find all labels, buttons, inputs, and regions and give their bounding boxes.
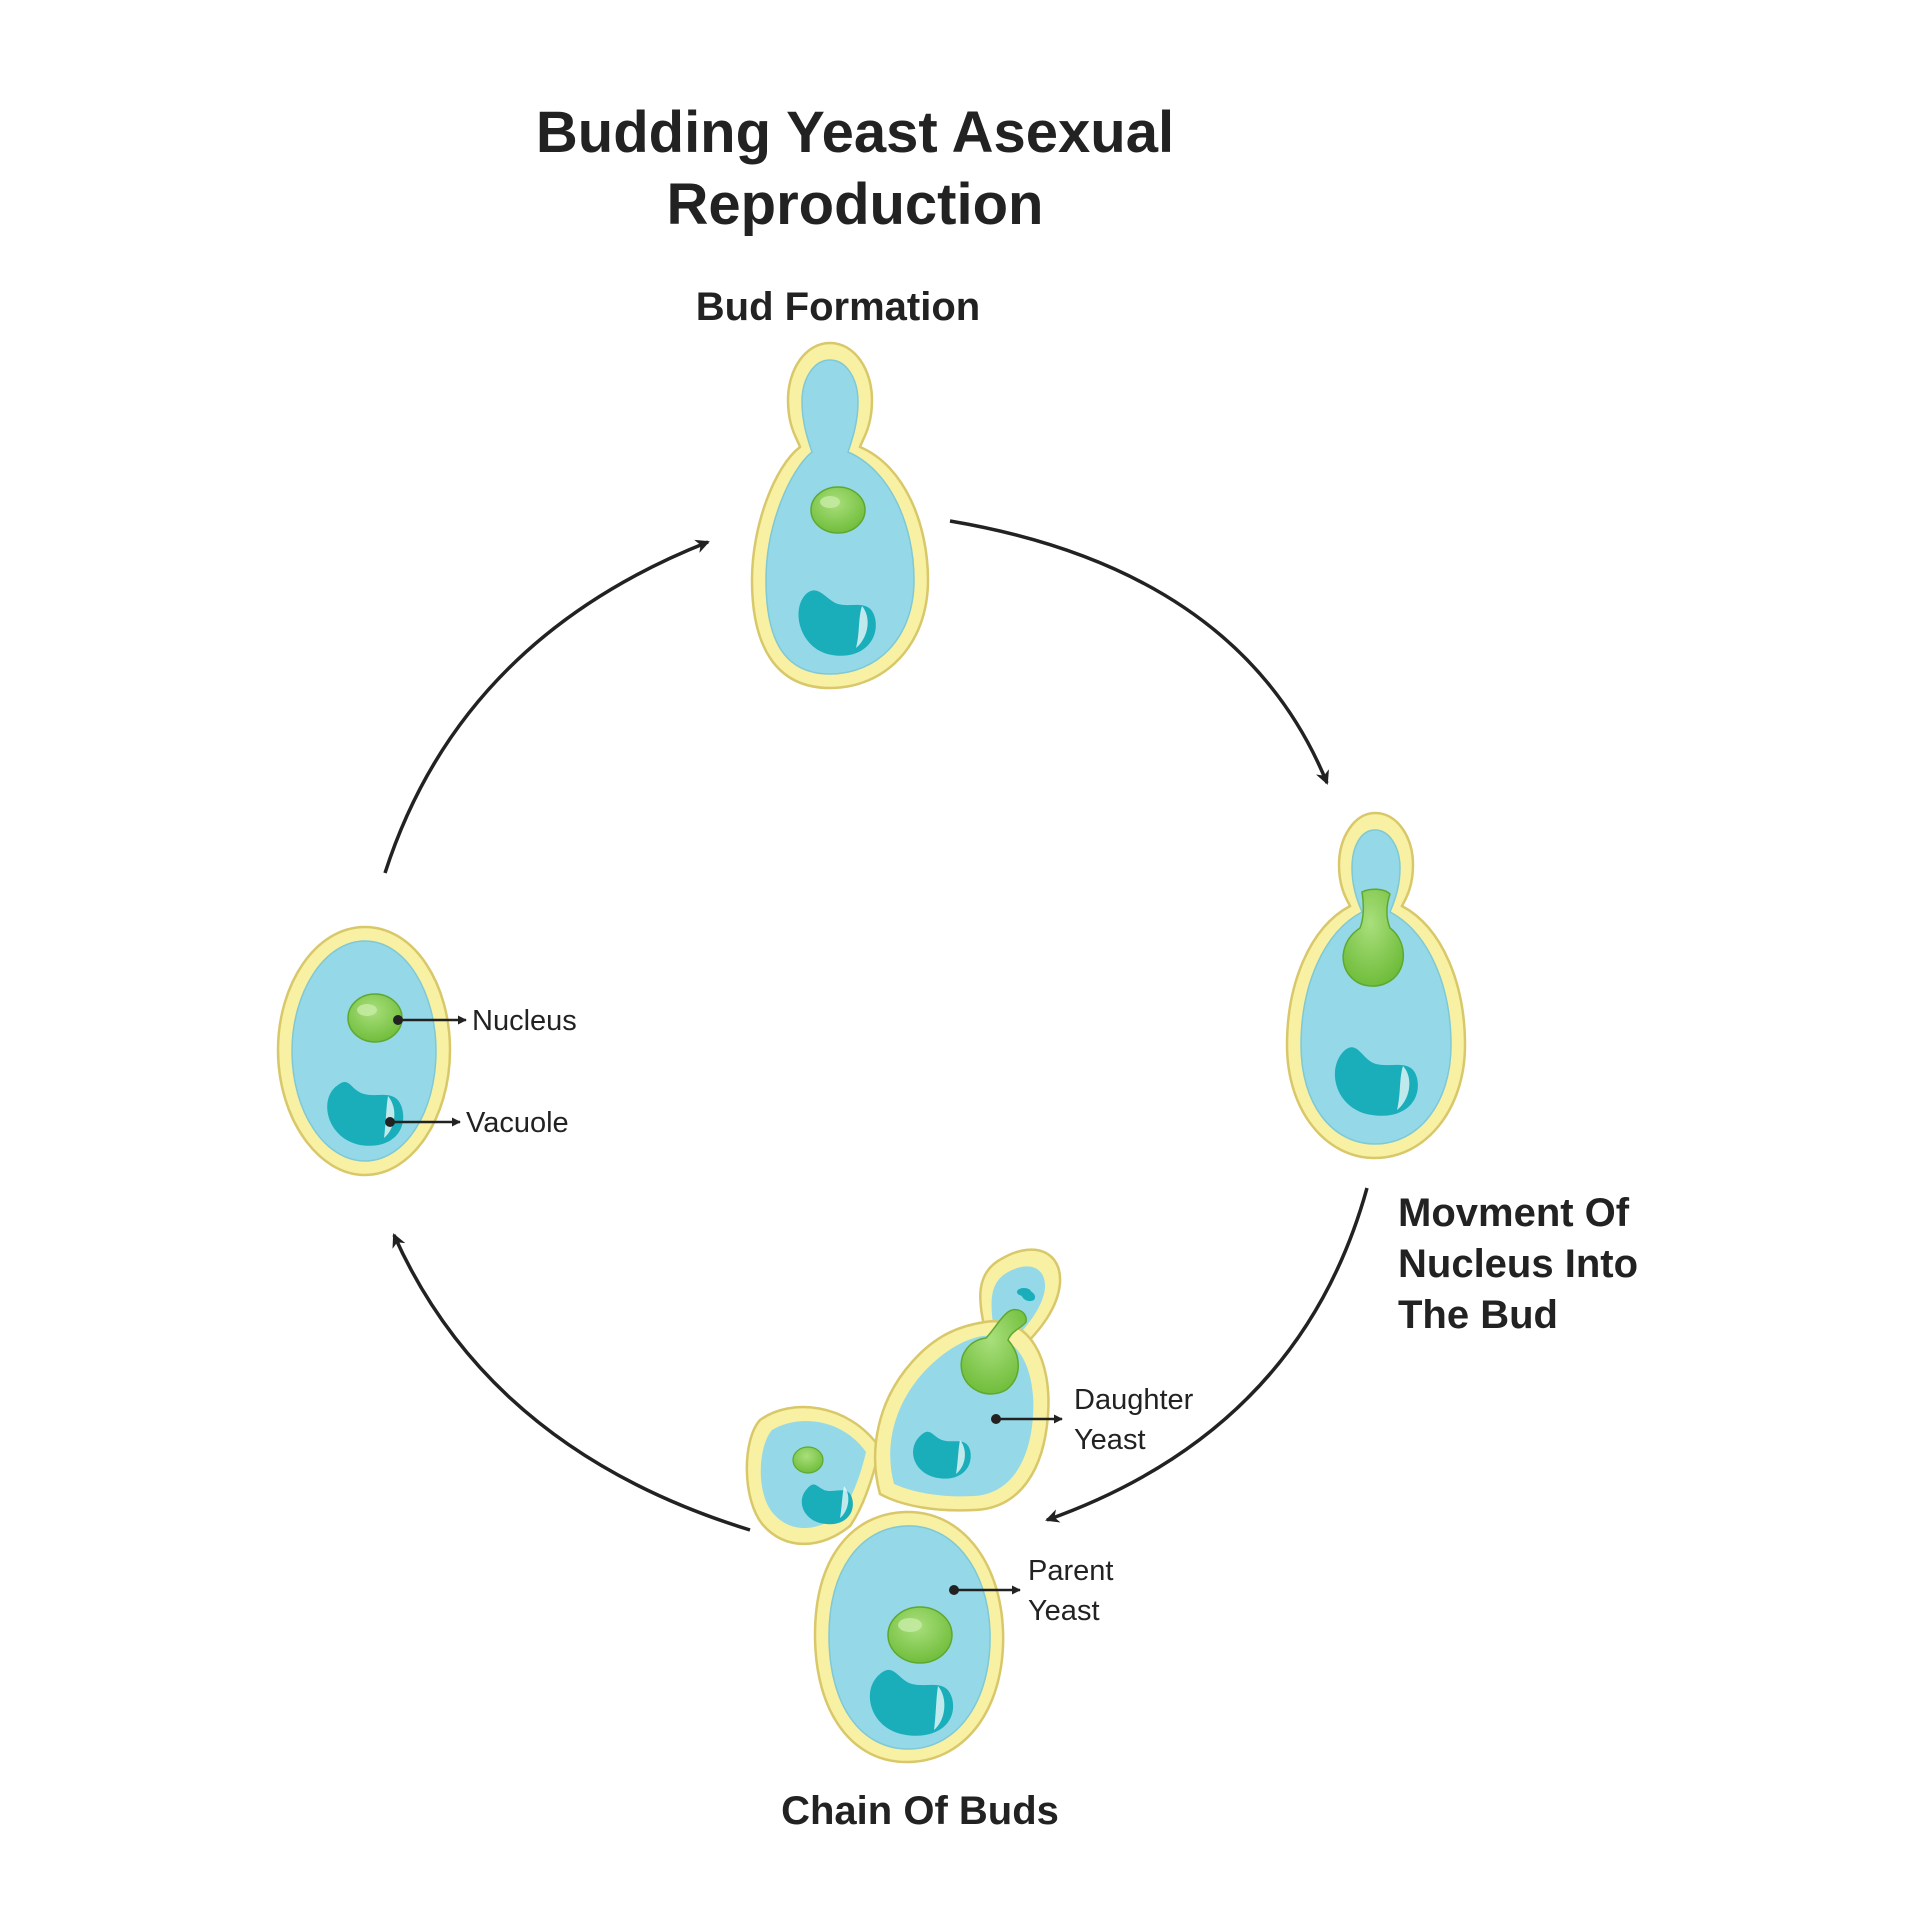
label-daughter-line-2: Yeast [1074,1424,1146,1456]
label-parent-line-1: Parent [1028,1555,1113,1587]
label-nucleus: Nucleus [472,1005,577,1037]
part-pointers [390,1015,1063,1595]
arrow-top-right [949,519,1329,785]
vacuole [869,1669,954,1736]
cell-bud-formation [750,341,930,690]
label-chain-of-buds: Chain Of Buds [781,1789,1059,1833]
nucleus [887,1606,953,1664]
parent-yeast [813,1510,1005,1764]
cell-movement [1285,811,1467,1160]
daughter-yeast [873,1308,1050,1512]
label-vacuole: Vacuole [466,1107,569,1139]
title-line-2: Reproduction [667,172,1044,237]
nucleus-moving [1342,888,1405,987]
label-movement-line-1: Movment Of [1398,1191,1630,1235]
label-parent-line-2: Yeast [1028,1595,1100,1627]
nucleus [810,486,866,534]
cell-chain-of-buds [745,1248,1062,1764]
vacuole [1334,1047,1418,1116]
cell-mature [276,925,452,1177]
daughter-left [745,1405,882,1546]
label-movement-line-2: Nucleus Into [1398,1242,1638,1286]
arrow-bottom-left [392,1233,751,1532]
vacuole [327,1082,404,1146]
title-line-1: Budding Yeast Asexual [536,100,1174,165]
label-bud-formation: Bud Formation [696,285,980,329]
pointer-dots [385,1015,1001,1595]
label-movement-line-3: The Bud [1398,1293,1558,1337]
arrow-right-bottom [1045,1187,1369,1523]
label-daughter-line-1: Daughter [1074,1384,1194,1416]
cycle-arrows [383,519,1369,1532]
arrow-left-top [383,539,710,874]
vacuole [798,590,876,656]
